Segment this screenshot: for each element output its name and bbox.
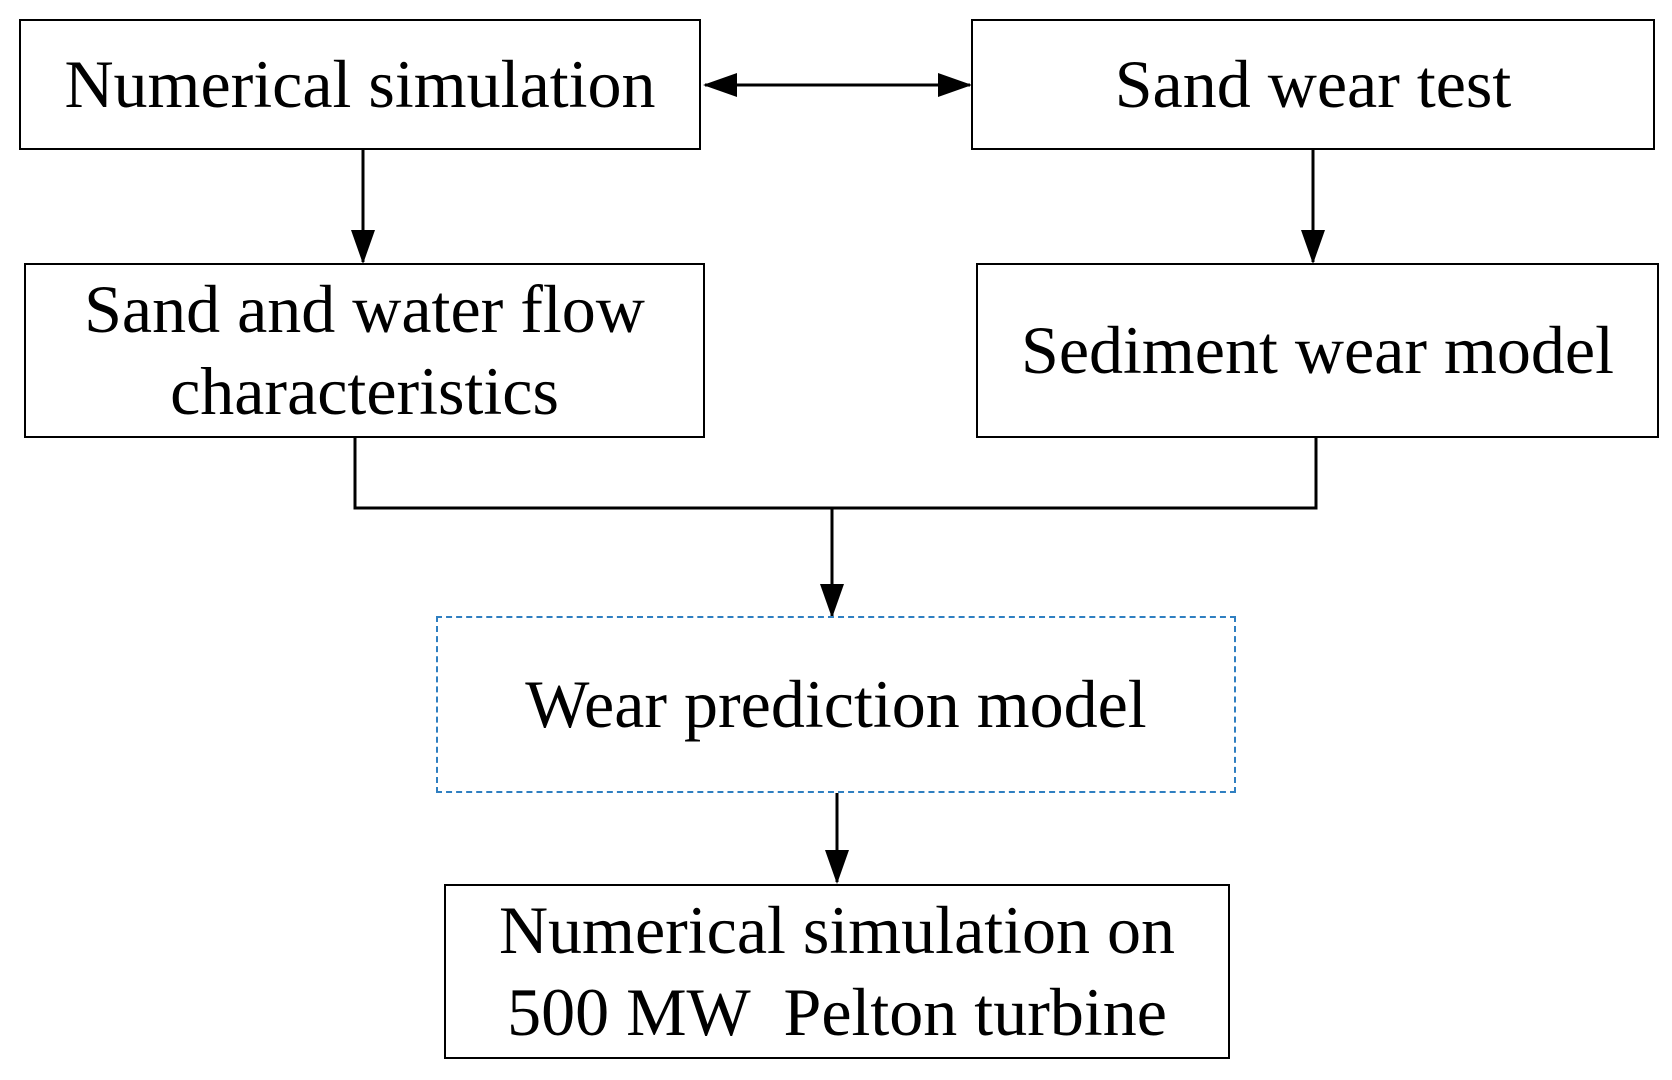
box-wear-prediction-model-label: Wear prediction model: [525, 665, 1147, 742]
box-pelton-simulation: Numerical simulation on 500 MW Pelton tu…: [444, 884, 1230, 1059]
box-wear-prediction-model: Wear prediction model: [436, 616, 1236, 793]
box-numerical-simulation-label: Numerical simulation: [64, 45, 656, 122]
merge-connector: [353, 437, 1318, 510]
box-pelton-simulation-line-2: 500 MW Pelton turbine: [507, 973, 1167, 1050]
box-sand-water-flow-line-1: Sand and water flow: [84, 270, 645, 347]
box-sand-water-flow: Sand and water flow characteristics: [24, 263, 705, 438]
box-numerical-simulation: Numerical simulation: [19, 19, 701, 150]
box-pelton-simulation-label: Numerical simulation on 500 MW Pelton tu…: [499, 890, 1175, 1053]
box-sediment-wear-model-label: Sediment wear model: [1021, 311, 1614, 388]
box-sediment-wear-model: Sediment wear model: [976, 263, 1659, 438]
box-pelton-simulation-line-1: Numerical simulation on: [498, 891, 1176, 968]
box-sand-wear-test-label: Sand wear test: [1114, 45, 1512, 122]
box-sand-water-flow-label: Sand and water flow characteristics: [84, 269, 645, 432]
box-sand-wear-test: Sand wear test: [971, 19, 1655, 150]
box-sand-water-flow-line-2: characteristics: [170, 352, 559, 429]
